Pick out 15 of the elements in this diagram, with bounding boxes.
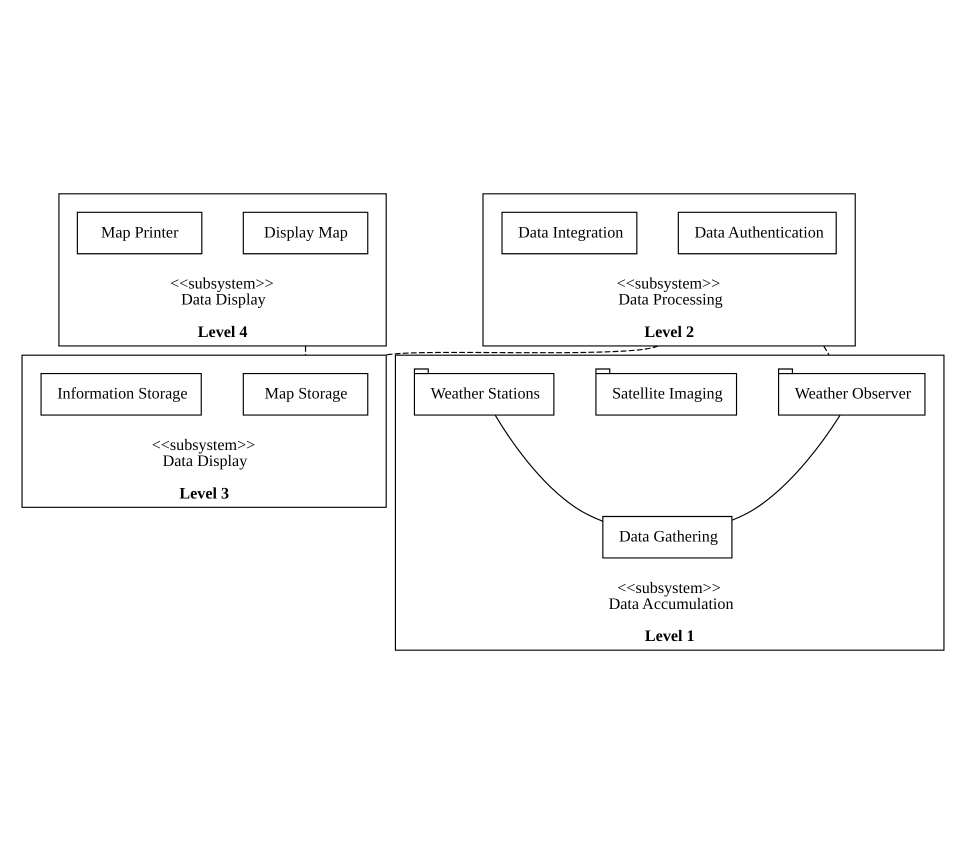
- node-label: Level 2: [644, 323, 694, 340]
- node-label: Level 3: [179, 484, 230, 502]
- node-box: Data Gathering: [602, 515, 732, 558]
- node-label: Level 1: [644, 628, 695, 645]
- connector: [494, 414, 603, 522]
- connector: [823, 345, 830, 355]
- node-label: Level 4: [198, 323, 248, 340]
- connector: [732, 414, 840, 520]
- connector: [304, 345, 306, 355]
- node-box: Map Storage: [242, 372, 368, 416]
- node-box: Map Printer: [76, 211, 202, 254]
- node-box: Display Map: [242, 211, 368, 254]
- node-box: Data Authentication: [678, 211, 837, 254]
- node-box: Data Integration: [501, 211, 638, 254]
- node-box: Information Storage: [40, 372, 202, 416]
